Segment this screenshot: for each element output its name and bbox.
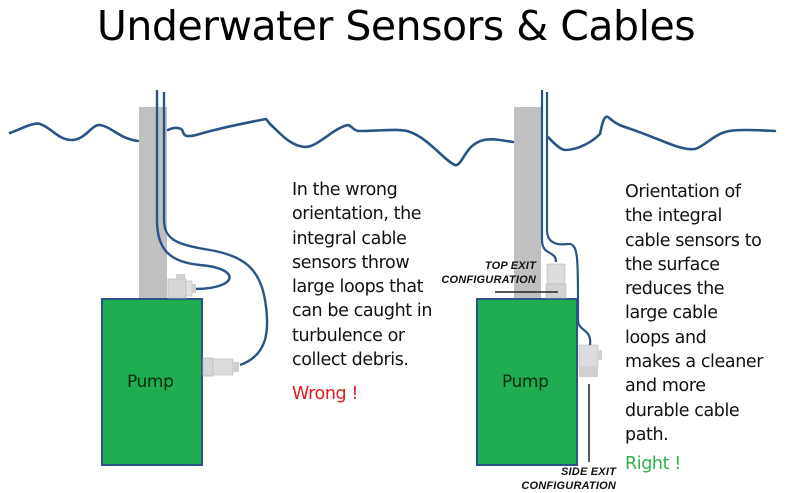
top-exit-callout: TOP EXIT CONFIGURATION (440, 259, 536, 287)
right-side-exit-sensor (578, 344, 602, 377)
callout-line: CONFIGURATION (521, 480, 616, 492)
description-line: integral cable (292, 228, 407, 249)
left-pump-body (101, 298, 203, 466)
right-pump-label: Pump (502, 372, 549, 392)
description-line: the surface (625, 254, 720, 275)
description-line: large cable (625, 303, 718, 324)
description-line: can be caught in (292, 301, 433, 322)
description-line: orientation, the (292, 204, 422, 225)
side-exit-callout: SIDE EXIT CONFIGURATION (500, 465, 616, 493)
description-line: cable sensors to (625, 230, 762, 251)
left-top-sensor (167, 274, 196, 299)
wrong-verdict: Wrong ! (292, 384, 359, 404)
description-line: collect debris. (292, 350, 409, 371)
right-pump-body (476, 298, 578, 466)
left-pipe (139, 107, 167, 300)
description-line: turbulence or (292, 325, 405, 346)
callout-line: TOP EXIT (484, 260, 536, 272)
description-line: sensors throw (292, 252, 410, 273)
right-orientation-description: Orientation of the integral cable sensor… (625, 180, 785, 447)
right-cable-side-exit (545, 92, 592, 346)
description-line: Orientation of (625, 182, 741, 202)
description-line: In the wrong (292, 180, 398, 200)
left-cable-top-sensor (155, 90, 231, 291)
description-line: large loops that (292, 277, 424, 298)
wrong-orientation-description: In the wrong orientation, the integral c… (292, 178, 452, 372)
left-cable-side-sensor (162, 92, 269, 367)
left-side-sensor (202, 357, 239, 377)
callout-line: SIDE EXIT (561, 466, 616, 478)
callout-line: CONFIGURATION (441, 274, 536, 286)
description-line: durable cable (625, 400, 740, 421)
right-pipe (514, 107, 541, 300)
description-line: loops and (625, 327, 707, 348)
diagram-title: Underwater Sensors & Cables (96, 2, 696, 50)
description-line: path. (625, 424, 669, 445)
right-top-exit-sensor (545, 263, 567, 299)
right-cable-top-exit (540, 90, 558, 263)
description-line: the integral (625, 206, 722, 227)
description-line: reduces the (625, 279, 725, 300)
description-line: makes a cleaner (625, 352, 764, 373)
water-surface-line (8, 115, 777, 167)
left-pump-label: Pump (127, 372, 174, 392)
right-verdict: Right ! (625, 454, 681, 474)
description-line: and more (625, 376, 706, 397)
